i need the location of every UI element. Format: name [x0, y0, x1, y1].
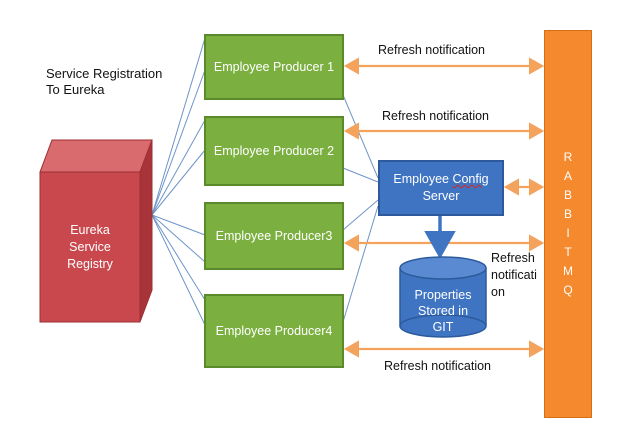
refresh-notification-1: Refresh notification: [378, 43, 486, 57]
employee-producer-4[interactable]: Employee Producer4: [204, 294, 344, 368]
rabbitmq-letter: Q: [563, 283, 573, 297]
config-lines: [342, 94, 379, 323]
eureka-line1: Eureka: [70, 223, 110, 237]
rabbitmq-letter: B: [563, 207, 572, 221]
rabbitmq-letter: M: [563, 264, 573, 278]
config-server-line1: Employee Config: [393, 171, 488, 188]
rabbitmq-bus: R A B B I T M Q: [544, 30, 592, 418]
rabbitmq-letter: I: [566, 226, 570, 240]
employee-producer-3[interactable]: Employee Producer3: [204, 202, 344, 270]
employee-producer-1[interactable]: Employee Producer 1: [204, 34, 344, 100]
refresh-notification-3: Refresh notificati on: [491, 250, 537, 301]
config-line1-b: Config: [452, 172, 489, 186]
storage-line1: Properties: [414, 288, 472, 302]
rabbitmq-letter: A: [563, 169, 572, 183]
caption-line1: Service Registration: [46, 66, 163, 81]
storage-line2: Stored in: [417, 304, 469, 318]
producer-4-label: Employee Producer4: [215, 324, 333, 338]
rabbitmq-letter: B: [563, 188, 572, 202]
eureka-line3: Registry: [67, 257, 113, 271]
producer-3-label: Employee Producer3: [215, 229, 333, 243]
eureka-line2: Service: [69, 240, 111, 254]
refresh-notification-4: Refresh notification: [384, 359, 492, 373]
rabbitmq-letter: T: [564, 245, 572, 259]
employee-config-server[interactable]: Employee Config Server: [378, 160, 504, 216]
producer-1-label: Employee Producer 1: [213, 60, 335, 74]
storage-line3: GIT: [432, 320, 454, 334]
git-properties-store: Properties Stored in GIT: [400, 287, 486, 335]
eureka-registry-label: Eureka Service Registry: [40, 222, 140, 273]
employee-producer-2[interactable]: Employee Producer 2: [204, 116, 344, 186]
rabbitmq-letter: R: [563, 150, 573, 164]
config-line1-a: Employee: [393, 172, 453, 186]
refresh-notification-2: Refresh notification: [382, 109, 490, 123]
registration-lines: [151, 37, 206, 326]
registration-caption: Service Registration To Eureka: [46, 66, 162, 98]
producer-2-label: Employee Producer 2: [213, 144, 335, 158]
storage-cylinder: [399, 256, 487, 338]
eureka-box: [39, 139, 153, 323]
side-notif-line3: on: [491, 285, 505, 299]
side-notif-line2: notificati: [491, 268, 537, 282]
caption-line2: To Eureka: [46, 82, 105, 97]
config-server-line2: Server: [422, 189, 460, 203]
side-notif-line1: Refresh: [491, 251, 535, 265]
